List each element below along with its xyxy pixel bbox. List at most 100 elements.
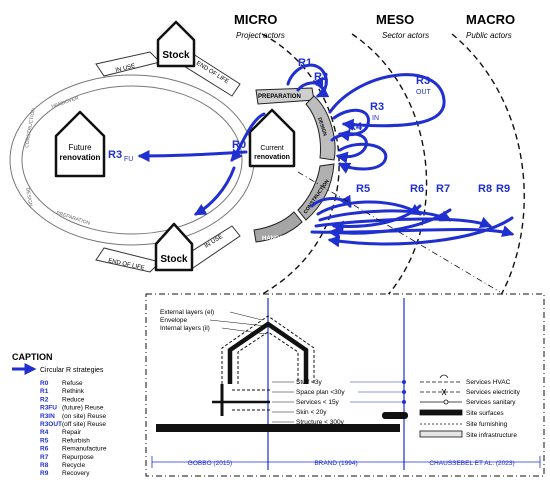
micro-title: MICRO xyxy=(234,12,277,27)
layer-label-internal: Internal layers (il) xyxy=(160,325,210,332)
caption-code: R3FU xyxy=(40,405,57,412)
caption-label: Repurpose xyxy=(62,454,94,461)
cycle-label-in-use-top: IN USE xyxy=(115,63,136,74)
brand-stuff: Stuff <3y xyxy=(296,379,322,386)
label-r1: R1 xyxy=(298,57,312,69)
cycle-label-handover-right: HANDOVER xyxy=(262,236,297,242)
arrow-r0 xyxy=(230,112,266,162)
caption-label: (off site) Reuse xyxy=(62,421,106,428)
macro-subtitle: Public actors xyxy=(466,31,512,40)
cycle-label-handover: HANDOVER xyxy=(51,95,80,110)
cycle-label-construction: CONSTRUCTION xyxy=(24,107,37,148)
chaussebel-hvac: Services HVAC xyxy=(466,379,511,386)
caption-arrow-label: Circular R strategies xyxy=(40,367,104,374)
caption-label: Reduce xyxy=(62,396,85,403)
caption-title: CAPTION xyxy=(12,352,53,362)
cycle-label-preparation-right: PREPARATION xyxy=(258,94,301,100)
caption-code: R3OUT xyxy=(40,421,62,428)
arrow-r7-back xyxy=(327,208,452,239)
micro-subtitle: Project actors xyxy=(236,31,285,40)
caption-code: R9 xyxy=(40,470,49,477)
label-r5: R5 xyxy=(356,183,370,195)
arrow-r3out xyxy=(328,73,446,131)
caption-label: Refuse xyxy=(62,380,83,387)
label-r6: R6 xyxy=(410,183,424,195)
caption-label: Repair xyxy=(62,429,82,436)
arrow-r4b xyxy=(337,142,388,174)
arrow-r6 xyxy=(316,200,423,216)
micro-boundary xyxy=(254,33,340,299)
label-r0: R0 xyxy=(232,139,246,151)
brand-skin: Skin < 20y xyxy=(296,409,327,416)
caption-label: (on site) Reuse xyxy=(62,413,106,420)
cycle-label-preparation: PREPARATION xyxy=(55,210,91,227)
brand-services: Services < 15y xyxy=(296,399,340,406)
current-renovation-house: Current renovation xyxy=(248,108,296,168)
caption-code: R1 xyxy=(40,388,49,395)
chaussebel-sanitary: Services sanitary xyxy=(466,399,516,406)
arrow-r3fu xyxy=(137,149,248,162)
detail-leader xyxy=(297,171,501,293)
detail-box: External layers (el) Envelope Internal l… xyxy=(145,293,545,477)
caption-label: Remanufacture xyxy=(62,446,107,453)
caption-code: R2 xyxy=(40,396,49,403)
chaussebel-electricity: Services electricity xyxy=(466,389,521,396)
current-label-2: renovation xyxy=(254,154,290,161)
arrow-r0-down xyxy=(193,166,236,216)
label-r9: R9 xyxy=(496,183,510,195)
stock-bottom-house: Stock xyxy=(154,222,194,272)
arrow-r9-back xyxy=(327,216,514,248)
caption: CAPTION Circular R strategies R0 RefuseR1… xyxy=(12,352,107,477)
caption-code: R6 xyxy=(40,446,49,453)
chaussebel-site-furnishing: Site furnishing xyxy=(466,421,508,428)
caption-code: R3IN xyxy=(40,413,55,420)
caption-code: R8 xyxy=(40,462,49,469)
future-label-1: Future xyxy=(68,143,92,152)
arrow-r2 xyxy=(296,76,324,92)
label-r7: R7 xyxy=(436,183,450,195)
cycle-label-design: DESIGN xyxy=(24,187,33,207)
macro-boundary xyxy=(451,33,525,346)
future-renovation-house: Future renovation xyxy=(54,110,106,178)
caption-code: R7 xyxy=(40,454,49,461)
arrow-r1 xyxy=(286,63,330,98)
label-r3in-main: R3 xyxy=(370,101,384,113)
stock-top-house: Stock xyxy=(156,20,196,68)
brand-structure: Structure < 300y xyxy=(296,419,345,426)
current-label-1: Current xyxy=(260,145,283,152)
label-r4: R4 xyxy=(348,121,363,133)
label-r3out-sub: OUT xyxy=(416,89,432,96)
source-gobbo: GOBBO (2015) xyxy=(188,460,232,467)
current-cycle-ring xyxy=(253,87,336,243)
label-r3in-sub: IN xyxy=(372,115,379,122)
brand-space-plan: Space plan <30y xyxy=(296,389,345,396)
label-r3fu-sub: FU xyxy=(124,156,133,163)
chaussebel-site-surfaces: Site surfaces xyxy=(466,410,504,417)
cycle-label-design-right: DESIGN xyxy=(316,117,328,137)
caption-label: Refurbish xyxy=(62,437,90,444)
caption-code: R5 xyxy=(40,437,49,444)
strategy-arrows xyxy=(137,63,515,248)
arrow-r4 xyxy=(330,132,368,164)
label-r3fu-main: R3 xyxy=(108,149,122,161)
caption-code: R0 xyxy=(40,380,49,387)
caption-label: Recycle xyxy=(62,462,86,469)
past-cycle-ring xyxy=(9,51,255,273)
caption-label: Recovery xyxy=(62,470,90,477)
meso-subtitle: Sector actors xyxy=(382,31,429,40)
label-r3out-main: R3 xyxy=(416,75,430,87)
r-labels: R0 R3 FU R1 R2 R3 OUT R3 IN R4 R5 R6 R7 … xyxy=(108,57,510,195)
label-r2: R2 xyxy=(314,71,328,83)
chaussebel-site-infrastructure: Site infrastructure xyxy=(466,432,517,439)
caption-label: (future) Reuse xyxy=(62,405,104,412)
label-r8: R8 xyxy=(478,183,492,195)
layer-label-envelope: Envelope xyxy=(160,317,187,324)
stock-bottom-label: Stock xyxy=(160,254,188,265)
stock-top-label: Stock xyxy=(162,50,190,61)
future-label-2: renovation xyxy=(60,153,101,162)
layer-label-external: External layers (el) xyxy=(160,309,214,316)
macro-title: MACRO xyxy=(466,12,515,27)
